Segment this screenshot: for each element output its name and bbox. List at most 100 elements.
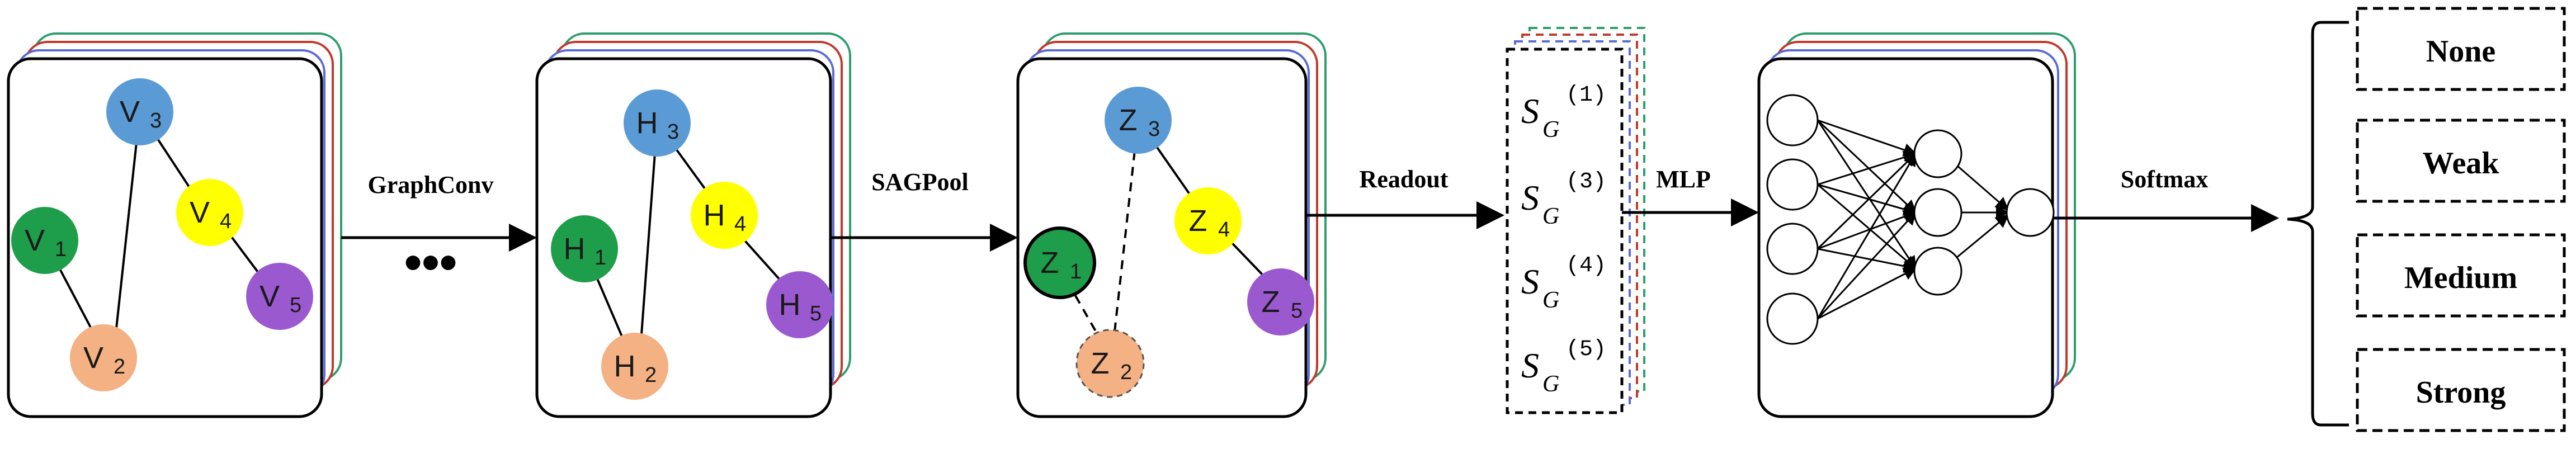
- graph-node: V 5: [246, 263, 313, 330]
- vector-main: S: [1521, 178, 1539, 218]
- input-graph-panel: V 3 V 1 V 4 V 5 V 2: [7, 32, 342, 418]
- graph-node: V 2: [70, 324, 137, 391]
- graphconv-label: GraphConv: [368, 171, 494, 198]
- vector-subscript: G: [1542, 204, 1559, 229]
- node-subscript: 1: [595, 246, 606, 270]
- graph-node: H 1: [551, 215, 618, 282]
- vector-superscript: (5): [1566, 337, 1606, 362]
- graph-node: Z 1: [1023, 226, 1096, 299]
- graph-node: Z 5: [1247, 268, 1314, 335]
- node-subscript: 1: [1070, 260, 1082, 283]
- input-neuron: [1766, 94, 1819, 146]
- node-subscript: 5: [810, 302, 822, 325]
- node-subscript: 2: [1120, 361, 1132, 384]
- graph-node: H 4: [691, 182, 758, 249]
- hidden-neuron: [1913, 247, 1962, 296]
- node-label: Z: [1091, 347, 1110, 380]
- node-subscript: 2: [114, 355, 125, 379]
- graph-node: Z 2: [1075, 329, 1145, 398]
- class-box: Weak: [2356, 119, 2566, 203]
- readout-vector: S G (3): [1521, 169, 1606, 229]
- node-subscript: 3: [150, 109, 162, 133]
- class-label: Weak: [2423, 146, 2500, 181]
- vector-superscript: (3): [1566, 169, 1606, 195]
- readout-vector-stack: S G (1) S G (3) S G (4) S G (5): [1506, 27, 1645, 414]
- class-box: None: [2356, 7, 2566, 91]
- readout-vector: S G (5): [1521, 337, 1606, 397]
- vector-subscript: G: [1542, 371, 1559, 397]
- class-label: Medium: [2404, 261, 2517, 295]
- node-label: H: [779, 288, 801, 322]
- graph-node: Z 3: [1105, 87, 1172, 154]
- node-label: H: [636, 106, 658, 140]
- node-circle: [106, 78, 173, 145]
- graph-node: Z 4: [1174, 187, 1242, 254]
- node-label: Z: [1041, 246, 1059, 280]
- graph-node: H 2: [601, 333, 668, 400]
- node-circle: [246, 263, 313, 330]
- output-neuron: [2006, 188, 2055, 237]
- vector-main: S: [1521, 262, 1539, 301]
- node-subscript: 3: [1148, 117, 1160, 141]
- node-circle: [1174, 187, 1242, 254]
- node-circle: [1023, 226, 1096, 299]
- input-neuron: [1766, 223, 1819, 275]
- node-label: Z: [1189, 204, 1207, 238]
- node-label: V: [25, 224, 45, 257]
- mlp-network: [1766, 94, 2055, 345]
- node-subscript: 4: [1218, 218, 1230, 242]
- class-box: Strong: [2356, 348, 2566, 432]
- node-subscript: 1: [55, 238, 67, 261]
- graph-node: V 3: [106, 78, 173, 145]
- mlp-label: MLP: [1656, 166, 1711, 193]
- hidden-neuron: [1913, 188, 1962, 237]
- node-circle: [601, 333, 668, 400]
- node-label: V: [120, 95, 140, 129]
- node-subscript: 5: [1291, 299, 1303, 323]
- softmax-label: Softmax: [2121, 166, 2208, 193]
- input-neuron: [1766, 158, 1819, 211]
- hidden-neuron: [1913, 129, 1962, 178]
- node-circle: [176, 179, 243, 246]
- input-neuron: [1766, 292, 1819, 345]
- node-label: H: [614, 349, 636, 383]
- pooled-graph-panel: Z 3 Z 1 Z 4 Z 5 Z 2: [1016, 32, 1327, 418]
- node-circle: [624, 89, 691, 157]
- node-circle: [1105, 87, 1172, 154]
- sagpool-label: SAGPool: [871, 168, 969, 196]
- node-subscript: 3: [667, 120, 679, 144]
- node-circle: [1247, 268, 1314, 335]
- node-label: V: [83, 341, 103, 375]
- vector-main: S: [1521, 346, 1539, 385]
- node-circle: [691, 182, 758, 249]
- hidden-graph-panel: H 3 H 1 H 4 H 5 H 2: [535, 32, 851, 418]
- class-label: Strong: [2416, 375, 2506, 410]
- graph-node: V 1: [11, 207, 78, 274]
- vector-main: S: [1521, 91, 1539, 131]
- ellipsis-icon: •••: [404, 235, 457, 291]
- node-label: H: [564, 232, 586, 266]
- readout-vector: S G (4): [1521, 253, 1606, 313]
- node-label: V: [190, 196, 210, 229]
- graph-node: V 4: [176, 179, 243, 246]
- vector-superscript: (4): [1566, 253, 1606, 278]
- node-circle: [70, 324, 137, 391]
- node-subscript: 2: [645, 363, 657, 387]
- node-subscript: 5: [290, 294, 301, 317]
- vector-subscript: G: [1542, 117, 1559, 143]
- node-subscript: 4: [734, 212, 746, 236]
- node-label: V: [260, 280, 280, 313]
- readout-label: Readout: [1360, 166, 1449, 193]
- node-label: Z: [1119, 103, 1138, 137]
- node-circle: [766, 271, 833, 338]
- vector-subscript: G: [1542, 287, 1559, 313]
- node-label: Z: [1262, 285, 1280, 319]
- bracket: [2287, 21, 2349, 427]
- node-circle: [11, 207, 78, 274]
- node-circle: [551, 215, 618, 282]
- class-box: Medium: [2356, 233, 2566, 318]
- readout-vector: S G (1): [1521, 83, 1606, 143]
- node-circle: [1075, 329, 1145, 398]
- mlp-panel: [1757, 32, 2076, 418]
